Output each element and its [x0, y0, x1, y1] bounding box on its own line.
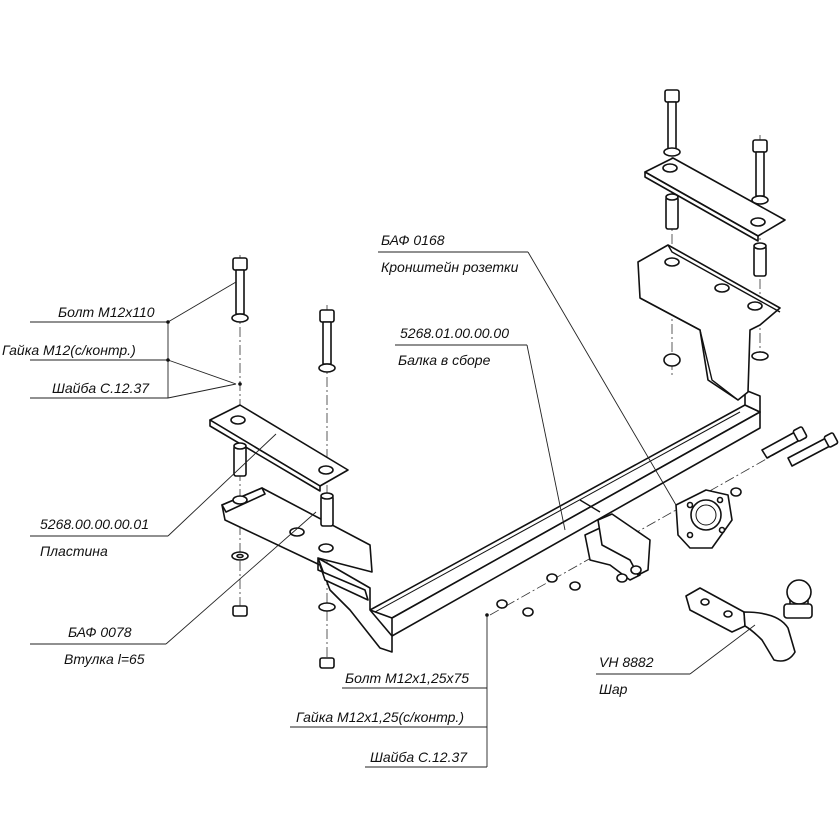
plate-left: [209, 404, 349, 492]
label-plate-name: Пластина: [40, 543, 108, 559]
callout-labels: Болт М12х110 Гайка М12(с/контр.) Шайба С…: [2, 232, 654, 765]
label-socket-bracket-name: Кронштейн розетки: [381, 259, 519, 275]
label-beam-code: 5268.01.00.00.00: [400, 325, 509, 341]
left-bracket: [221, 487, 373, 601]
label-washer-bottom: Шайба С.12.37: [370, 749, 468, 765]
label-nut-m12x125: Гайка М12х1,25(с/контр.): [296, 709, 464, 725]
label-bushing-name: Втулка l=65: [64, 651, 145, 667]
label-ball-code: VH 8882: [599, 654, 654, 670]
ball-mount-brackets: [584, 513, 651, 583]
label-socket-bracket-code: БАФ 0168: [381, 232, 445, 248]
label-washer-top-left: Шайба С.12.37: [52, 380, 150, 396]
leader-lines: [30, 251, 756, 768]
beam-assembly: [317, 389, 761, 653]
socket-bracket: [675, 489, 733, 549]
plate-right: [644, 157, 786, 242]
label-bolt-m12x110: Болт М12х110: [58, 304, 155, 320]
label-bushing-code: БАФ 0078: [68, 624, 132, 640]
bolts-horizontal: [496, 426, 839, 617]
label-bolt-m12x125: Болт М12х1,25х75: [345, 670, 469, 686]
washers-nuts-bottom: [231, 351, 769, 669]
bushings: [233, 193, 767, 527]
label-plate-code: 5268.00.00.00.01: [40, 516, 149, 532]
label-nut-m12: Гайка М12(с/контр.): [2, 342, 136, 358]
label-ball-name: Шар: [599, 681, 628, 697]
right-bracket: [637, 244, 781, 401]
tow-ball: [685, 579, 813, 662]
bolts-vertical: [231, 89, 769, 373]
label-beam-name: Балка в сборе: [398, 352, 491, 368]
